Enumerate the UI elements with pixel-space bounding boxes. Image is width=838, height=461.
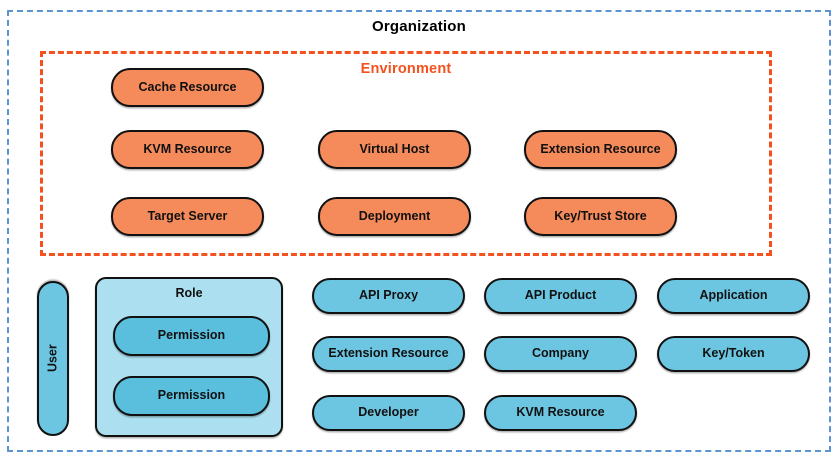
env-node-deployment[interactable]: Deployment: [318, 197, 471, 236]
org-node-api-proxy[interactable]: API Proxy: [312, 278, 465, 314]
org-node-api-product[interactable]: API Product: [484, 278, 637, 314]
env-node-extension-resource[interactable]: Extension Resource: [524, 130, 677, 169]
org-node-application[interactable]: Application: [657, 278, 810, 314]
role-label: Role: [175, 286, 203, 300]
organization-container: [7, 10, 831, 452]
env-node-cache-resource[interactable]: Cache Resource: [111, 68, 264, 107]
env-node-key-trust-store[interactable]: Key/Trust Store: [524, 197, 677, 236]
role-permission-1[interactable]: Permission: [113, 316, 270, 356]
org-node-company[interactable]: Company: [484, 336, 637, 372]
env-node-target-server[interactable]: Target Server: [111, 197, 264, 236]
env-node-kvm-resource[interactable]: KVM Resource: [111, 130, 264, 169]
org-node-developer[interactable]: Developer: [312, 395, 465, 431]
environment-container: [40, 51, 772, 256]
role-permission-2[interactable]: Permission: [113, 376, 270, 416]
environment-title: Environment: [360, 61, 452, 77]
org-node-extension-resource[interactable]: Extension Resource: [312, 336, 465, 372]
org-node-kvm-resource[interactable]: KVM Resource: [484, 395, 637, 431]
organization-title: Organization: [371, 18, 467, 35]
org-node-role[interactable]: Role Permission Permission: [95, 277, 283, 437]
env-node-virtual-host[interactable]: Virtual Host: [318, 130, 471, 169]
org-node-user[interactable]: User: [37, 281, 69, 436]
org-node-key-token[interactable]: Key/Token: [657, 336, 810, 372]
